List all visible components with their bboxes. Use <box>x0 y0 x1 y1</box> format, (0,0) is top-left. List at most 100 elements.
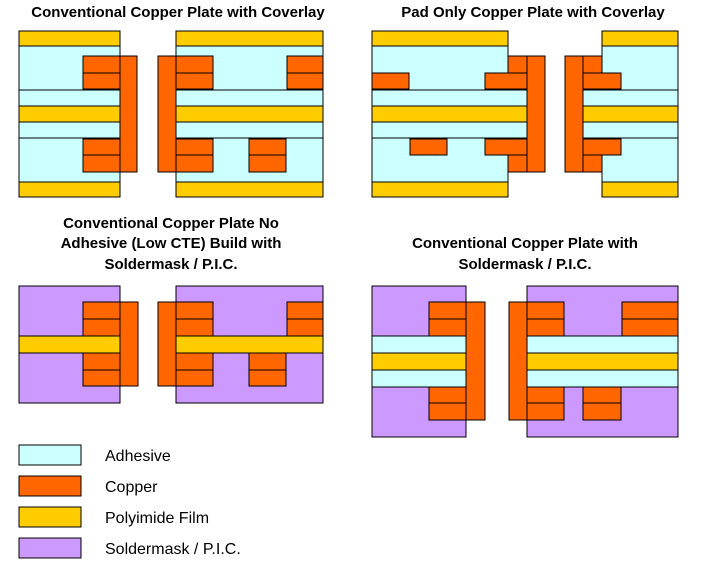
left-core-adhesive-top <box>371 89 528 107</box>
left-core-adhesive-top <box>18 89 121 107</box>
diagram-3-title: Conventional Copper Plate No Adhesive (L… <box>61 215 282 273</box>
diagram-4-title: Conventional Copper Plate with Soldermas… <box>412 235 638 273</box>
left-top-foil <box>484 72 528 90</box>
right-core-adhesive-top <box>526 335 679 354</box>
right-plating-barrel <box>508 301 528 421</box>
right-bottom-pad <box>582 154 603 173</box>
left-edge-trace <box>371 72 410 90</box>
legend-swatch-copper <box>18 475 82 497</box>
right-core-film <box>175 335 324 354</box>
legend-item-soldermask: Soldermask / P.I.C. <box>18 537 241 559</box>
right-bottom-trace <box>582 402 622 421</box>
diagram-conventional-coverlay <box>18 30 324 198</box>
right-top-pad <box>582 55 603 74</box>
right-bottom-foil <box>526 386 565 404</box>
right-bottom-pad <box>175 154 214 173</box>
left-top-foil <box>82 318 121 337</box>
left-core-adhesive-bottom <box>18 121 121 139</box>
left-bottom-foil <box>484 138 528 156</box>
left-core-film <box>371 105 528 123</box>
left-top-pad <box>428 301 467 320</box>
left-top-pad <box>82 55 121 74</box>
right-top-pad <box>175 55 214 74</box>
right-pad-barrel <box>564 55 584 173</box>
right-top-foil <box>175 72 214 90</box>
left-core-film <box>371 352 467 371</box>
diagram-4-title-line-1: Conventional Copper Plate with <box>412 235 638 252</box>
right-bottom-foil <box>175 138 214 156</box>
left-top-coverlay-film <box>371 30 509 47</box>
left-plating-barrel <box>119 301 139 387</box>
legend-swatch-polyimide <box>18 506 82 528</box>
right-top-trace-foil <box>621 318 679 337</box>
right-top-trace <box>286 301 324 320</box>
legend-swatch-soldermask <box>18 537 82 559</box>
left-plating-barrel <box>119 55 138 173</box>
diagram-2-title: Pad Only Copper Plate with Coverlay <box>401 4 665 21</box>
right-top-foil <box>582 72 622 90</box>
diagram-1-title: Conventional Copper Plate with Coverlay <box>31 4 325 21</box>
right-top-pad <box>526 301 565 320</box>
left-bottom-trace <box>409 138 448 156</box>
right-bottom-trace <box>248 369 287 387</box>
left-plating-barrel <box>465 301 486 421</box>
right-top-coverlay-film <box>601 30 679 47</box>
left-core-film <box>18 105 121 123</box>
left-bottom-pad <box>507 154 528 173</box>
left-bottom-foil <box>82 138 121 156</box>
right-bottom-trace-foil <box>582 386 622 404</box>
left-bottom-pad <box>82 154 121 173</box>
left-top-foil <box>428 318 467 337</box>
legend-item-copper: Copper <box>18 475 158 497</box>
left-bottom-foil <box>428 386 467 404</box>
left-pad-barrel <box>526 55 546 173</box>
left-top-pad <box>82 301 121 320</box>
diagram-4-title-line-2: Soldermask / P.I.C. <box>458 256 591 273</box>
right-bottom-trace-foil <box>248 352 287 371</box>
left-top-pad <box>507 55 528 74</box>
right-plating-barrel <box>157 55 177 173</box>
left-core-adhesive-top <box>371 335 467 354</box>
left-bottom-pad <box>428 402 467 421</box>
right-bottom-trace-foil <box>248 138 287 156</box>
right-top-foil <box>526 318 565 337</box>
legend-item-adhesive: Adhesive <box>18 444 171 466</box>
right-plating-barrel <box>157 301 177 387</box>
diagram-3-title-line-2: Adhesive (Low CTE) Build with <box>61 235 282 252</box>
diagram-pad-only-coverlay <box>371 30 679 198</box>
left-bottom-coverlay-film <box>18 181 121 198</box>
right-top-trace-foil <box>286 318 324 337</box>
right-bottom-foil <box>175 352 214 371</box>
right-core-film <box>526 352 679 371</box>
right-core-adhesive-bottom <box>582 121 679 139</box>
right-top-trace <box>621 301 679 320</box>
right-core-film <box>175 105 324 123</box>
right-core-adhesive-top <box>582 89 679 107</box>
right-top-foil <box>175 318 214 337</box>
right-core-adhesive-bottom <box>526 369 679 388</box>
left-core-adhesive-bottom <box>371 121 528 139</box>
left-top-coverlay-film <box>18 30 121 47</box>
right-top-trace <box>286 55 324 74</box>
right-core-film <box>582 105 679 123</box>
diagram-1-title-line: Conventional Copper Plate with Coverlay <box>31 4 325 21</box>
left-core-adhesive-bottom <box>371 369 467 388</box>
legend: Adhesive Copper Polyimide Film Soldermas… <box>18 444 241 559</box>
right-top-pad <box>175 301 214 320</box>
diagram-3-title-line-1: Conventional Copper Plate No <box>63 215 279 232</box>
right-bottom-pad <box>175 369 214 387</box>
right-bottom-trace <box>248 154 287 173</box>
left-bottom-pad <box>82 369 121 387</box>
right-top-trace-foil <box>286 72 324 90</box>
left-core-film <box>18 335 121 354</box>
right-core-adhesive-top <box>175 89 324 107</box>
diagram-2-title-line: Pad Only Copper Plate with Coverlay <box>401 4 665 21</box>
legend-item-polyimide: Polyimide Film <box>18 506 209 528</box>
right-core-adhesive-bottom <box>175 121 324 139</box>
right-bottom-pad <box>526 402 565 421</box>
diagram-3-title-line-3: Soldermask / P.I.C. <box>104 256 237 273</box>
left-bottom-coverlay-film <box>371 181 509 198</box>
legend-label-polyimide: Polyimide Film <box>105 510 209 527</box>
right-top-coverlay-film <box>175 30 324 47</box>
